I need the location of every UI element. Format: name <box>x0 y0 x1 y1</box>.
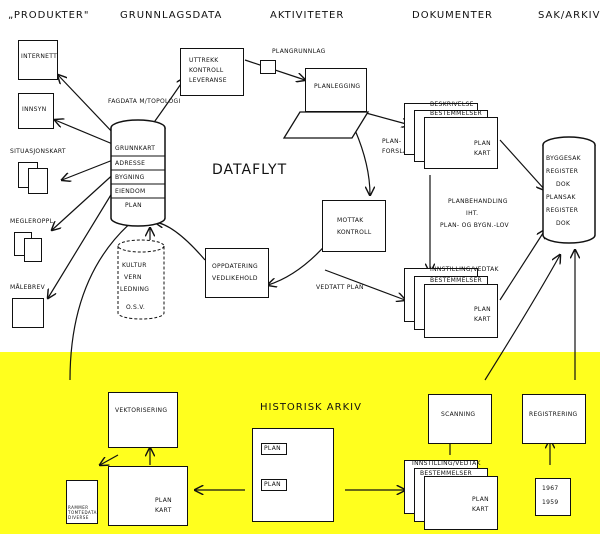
mottak-monitor: MOTTAK KONTROLL <box>322 200 386 252</box>
db-layer-grunnkart: GRUNNKART <box>115 145 156 152</box>
doc2-kart: KART <box>474 316 491 323</box>
archive-register-1: REGISTER <box>546 168 579 175</box>
scanning-monitor: SCANNING <box>428 394 492 444</box>
other-data-cylinder <box>117 239 165 320</box>
doc3-kart: KART <box>472 506 489 513</box>
doc3-bestemmelser: BESTEMMELSER <box>420 470 473 477</box>
oppdatering-monitor: OPPDATERING VEDLIKEHOLD <box>205 248 269 298</box>
vektorisering-monitor: VEKTORISERING <box>108 392 178 448</box>
doc2-bestemmelser: BESTEMMELSER <box>430 277 483 284</box>
doc3-front <box>424 476 498 530</box>
doc1-kart: KART <box>474 150 491 157</box>
doc1-plan: PLAN <box>474 140 491 147</box>
books: 1967 1959 <box>535 478 571 516</box>
other-kultur: KULTUR <box>122 262 147 269</box>
header-produkter: „PRODUKTER" <box>8 10 90 21</box>
archive-byggesak: BYGGESAK <box>546 155 581 162</box>
product-situasjonskart-label: SITUASJONSKART <box>10 148 66 155</box>
product-situasjonskart-2 <box>28 168 48 194</box>
laptop-screen: PLANLEGGING <box>305 68 367 112</box>
header-aktiviteter: AKTIVITETER <box>270 10 345 21</box>
archive-dok-1: DOK <box>556 181 571 188</box>
product-malebrev-label: MÅLEBREV <box>10 284 45 291</box>
db-layer-bygning: BYGNING <box>115 174 145 181</box>
registrering-monitor: REGISTRERING <box>522 394 586 444</box>
archive-cylinder <box>542 136 596 244</box>
header-grunnlagsdata: GRUNNLAGSDATA <box>120 10 223 21</box>
doc2-plan: PLAN <box>474 306 491 313</box>
archive-plansak: PLANSAK <box>546 194 576 201</box>
archive-dok-2: DOK <box>556 220 571 227</box>
db-layer-adresse: ADRESSE <box>115 160 146 167</box>
product-megleroppl-label: MEGLEROPPL. <box>10 218 56 225</box>
uttrekk-monitor: UTTREKK KONTROLL LEVERANSE <box>180 48 244 96</box>
planbehandling-2: IHT. <box>466 210 479 217</box>
doc1-bestemmelser: BESTEMMELSER <box>430 110 483 117</box>
vedtatt-plan-label: VEDTATT PLAN <box>316 284 364 291</box>
planbehandling-3: PLAN- OG BYGN.-LOV <box>440 222 509 229</box>
fagdata-label: FAGDATA M/TOPOLOGI <box>108 98 181 105</box>
product-internett: INTERNETT <box>18 40 58 80</box>
plangrunnlag-label: PLANGRUNNLAG <box>272 48 326 55</box>
disk-icon <box>260 60 276 74</box>
other-ledning: LEDNING <box>120 286 150 293</box>
other-osv: O.S.V. <box>126 304 146 311</box>
bottom-plankart-left: PLAN KART <box>108 466 188 526</box>
planforslag-label-2: FORSLAG <box>382 148 413 155</box>
planforslag-label-1: PLAN- <box>382 138 402 145</box>
db-layer-eiendom: EIENDOM <box>115 188 146 195</box>
doc1-front <box>424 117 498 169</box>
db-layer-plan: PLAN <box>125 202 142 209</box>
small-doc: RAMMER TOMTEDATA DIVERSE <box>66 480 98 524</box>
product-innsyn: INNSYN <box>18 93 54 129</box>
header-dokumenter: DOKUMENTER <box>412 10 493 21</box>
doc2-innstilling: INNSTILLING/VEDTAK <box>430 266 499 273</box>
planbehandling-1: PLANBEHANDLING <box>448 198 508 205</box>
other-vern: VERN <box>124 274 142 281</box>
doc3-innstilling: INNSTILLING/VEDTAK <box>412 460 481 467</box>
archive-cabinet: PLAN PLAN <box>252 428 334 522</box>
diagram-title: DATAFLYT <box>212 162 288 178</box>
product-megleroppl-2 <box>24 238 42 262</box>
laptop-keyboard <box>282 111 370 139</box>
doc2-front <box>424 284 498 338</box>
doc3-plan: PLAN <box>472 496 489 503</box>
doc1-beskrivelse: BESKRIVELSE <box>430 101 474 108</box>
archive-register-2: REGISTER <box>546 207 579 214</box>
historical-title: HISTORISK ARKIV <box>260 402 362 413</box>
header-sak-arkiv: SAK/ARKIV <box>538 10 600 21</box>
product-malebrev <box>12 298 44 328</box>
database-cylinder <box>110 119 166 227</box>
